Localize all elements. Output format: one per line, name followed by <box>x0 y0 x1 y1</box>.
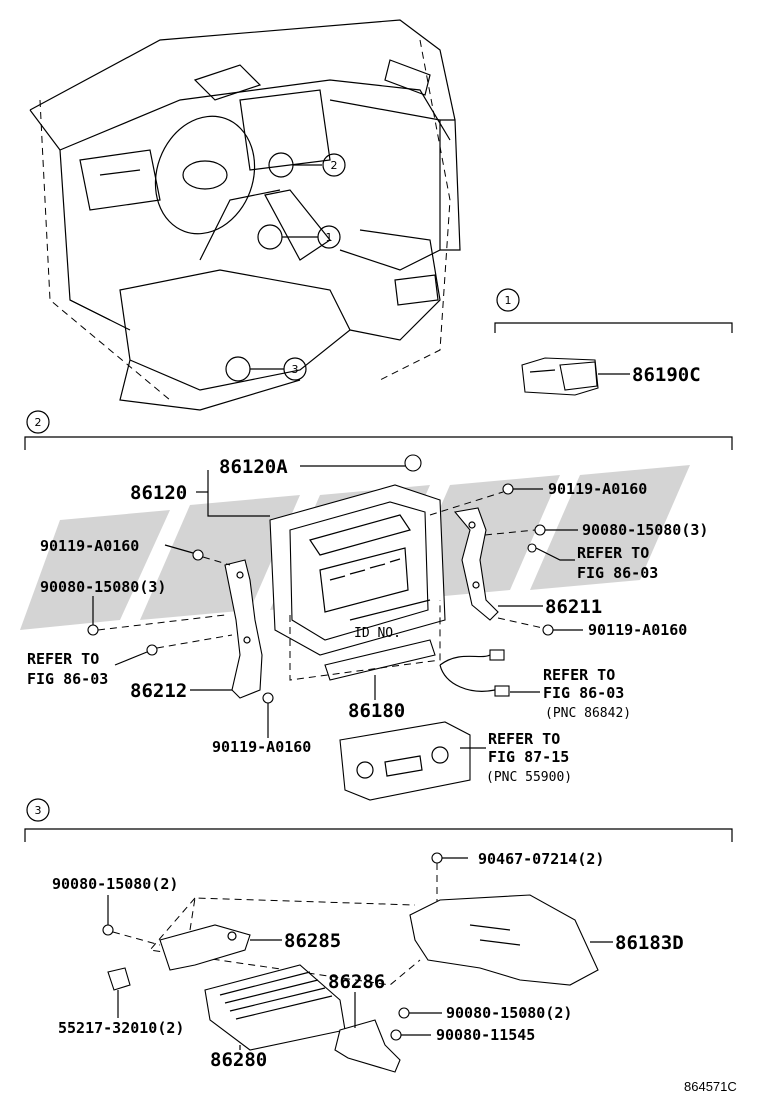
bolt-refer-right <box>527 543 537 553</box>
leader-86120 <box>207 470 270 517</box>
label-90080-left: 90080-15080(3) <box>40 578 166 596</box>
bolt-90080-right <box>534 524 546 536</box>
label-refer-harness-3: (PNC 86842) <box>545 706 631 721</box>
label-90080-amp-left: 90080-15080(2) <box>52 875 178 893</box>
bolt-90467 <box>431 852 443 864</box>
climate-control-unit <box>339 721 471 801</box>
part-86183d-cover <box>409 894 599 986</box>
label-refer-climate-3: (PNC 55900) <box>486 770 572 785</box>
callout-3-label: 3 <box>292 363 299 376</box>
label-refer-left-1: REFER TO <box>27 650 99 668</box>
part-86211-bracket-right <box>453 507 499 621</box>
callout-2-label: 2 <box>331 159 338 172</box>
figure-id: 864571C <box>684 1079 737 1094</box>
part-86286-bracket <box>334 992 401 1073</box>
label-90119-left-top: 90119-A0160 <box>40 537 139 555</box>
section-3-bracket <box>24 828 733 842</box>
label-refer-right-2: FIG 86-03 <box>577 564 658 582</box>
section-1-marker <box>496 288 520 312</box>
section-3-label: 3 <box>35 804 42 817</box>
part-86285-bracket <box>159 924 251 971</box>
part-86212-bracket-left <box>224 559 263 699</box>
bolt-90119-top-right <box>502 483 514 495</box>
bolt-refer-left <box>146 644 158 656</box>
location-marker-3 <box>225 356 251 382</box>
id-no-label: ID NO. <box>354 626 401 641</box>
label-90119-bottom: 90119-A0160 <box>212 738 311 756</box>
bolt-90119-lower-right <box>542 624 554 636</box>
label-86286: 86286 <box>328 971 385 993</box>
label-86190c: 86190C <box>632 364 701 386</box>
callout-3 <box>283 357 307 381</box>
wire-harness <box>439 649 510 697</box>
part-86280-amplifier <box>204 964 346 1051</box>
callout-1-label: 1 <box>326 231 333 244</box>
label-90080-amp-right: 90080-15080(2) <box>446 1004 572 1022</box>
callout-2 <box>322 153 346 177</box>
label-86212: 86212 <box>130 680 187 702</box>
part-86120-bezel <box>269 484 446 656</box>
label-86211: 86211 <box>545 596 602 618</box>
label-86120: 86120 <box>130 482 187 504</box>
section-2-marker <box>26 410 50 434</box>
label-86183d: 86183D <box>615 932 684 954</box>
section-3-marker <box>26 798 50 822</box>
section-2-bracket <box>24 436 733 450</box>
label-refer-climate-2: FIG 87-15 <box>488 748 569 766</box>
label-refer-right-1: REFER TO <box>577 544 649 562</box>
part-55217-clip <box>107 967 131 991</box>
section-1-label: 1 <box>505 294 512 307</box>
label-90467: 90467-07214(2) <box>478 850 604 868</box>
car-interior-overview <box>29 19 461 411</box>
section-1-bracket <box>494 322 733 333</box>
label-refer-harness-2: FIG 86-03 <box>543 684 624 702</box>
bolt-90080-11545 <box>390 1029 402 1041</box>
label-86180: 86180 <box>348 700 405 722</box>
label-refer-harness-1: REFER TO <box>543 666 615 684</box>
label-refer-left-2: FIG 86-03 <box>27 670 108 688</box>
part-86180-panel <box>289 600 441 681</box>
callout-1 <box>317 225 341 249</box>
label-86120a: 86120A <box>219 456 288 478</box>
label-90119-top-right: 90119-A0160 <box>548 480 647 498</box>
label-86280: 86280 <box>210 1049 267 1071</box>
bolt-90119-bottom <box>262 692 274 704</box>
label-90119-lower-right: 90119-A0160 <box>588 621 687 639</box>
label-90080-right: 90080-15080(3) <box>582 521 708 539</box>
part-86190c-switch <box>521 357 599 396</box>
location-marker-1 <box>257 224 283 250</box>
section-2-label: 2 <box>35 416 42 429</box>
bolt-90080-amp-left <box>102 924 114 936</box>
bolt-90080-left <box>87 624 99 636</box>
label-86285: 86285 <box>284 930 341 952</box>
label-90080-11545: 90080-11545 <box>436 1026 535 1044</box>
label-refer-climate-1: REFER TO <box>488 730 560 748</box>
label-55217: 55217-32010(2) <box>58 1019 184 1037</box>
part-86120a-clip <box>404 454 422 472</box>
bolt-90119-left-top <box>192 549 204 561</box>
bolt-90080-amp-right <box>398 1007 410 1019</box>
